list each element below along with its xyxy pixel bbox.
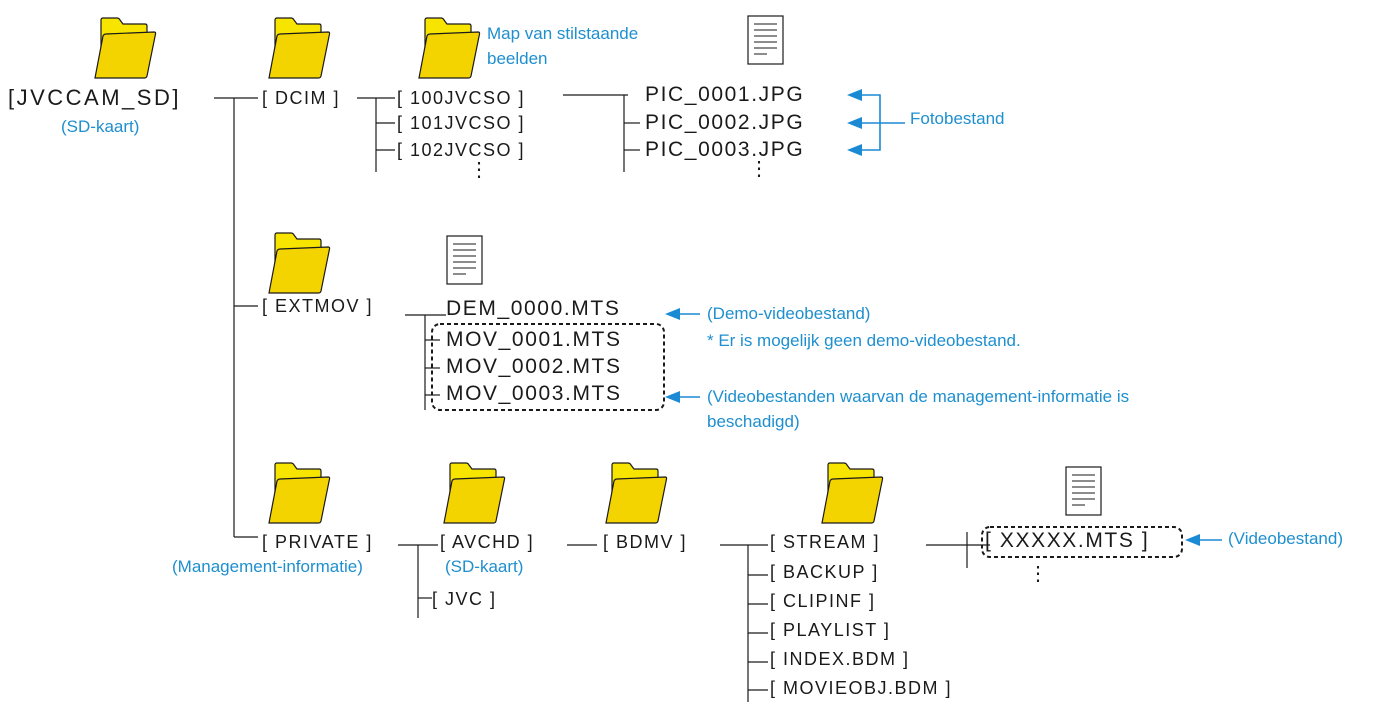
private-folder-icon	[268, 462, 331, 524]
photo-file-label: PIC_0002.JPG	[645, 111, 805, 134]
extmov-folder-icon	[268, 232, 331, 294]
damaged-video-note: beschadigd)	[707, 412, 800, 431]
bdmv-subitem-label: [ INDEX.BDM ]	[770, 649, 910, 669]
photo-file-note: Fotobestand	[910, 109, 1005, 128]
demo-video-note: (Demo-videobestand)	[707, 304, 871, 323]
mts-document-icon	[446, 235, 483, 285]
private-folder-label: [ PRIVATE ]	[262, 532, 373, 552]
stream-video-note: (Videobestand)	[1228, 529, 1343, 548]
root-folder-icon	[94, 17, 157, 79]
stream-video-file-label: [ XXXXX.MTS ]	[985, 529, 1150, 552]
video-file-label: MOV_0003.MTS	[446, 382, 622, 405]
avchd-folder-label: [ AVCHD ]	[440, 532, 535, 552]
bdmv-folder-icon	[605, 462, 668, 524]
more-stream-files-indicator: ⋮	[1028, 563, 1048, 585]
still-image-folder-note: beelden	[487, 49, 548, 68]
bdmv-subitem-label: [ BACKUP ]	[770, 562, 879, 582]
bdmv-subitem-label: [ CLIPINF ]	[770, 591, 876, 611]
extmov-folder-label: [ EXTMOV ]	[262, 296, 374, 316]
jvc-folder-label: [ JVC ]	[432, 589, 497, 609]
bdmv-folder-label: [ BDMV ]	[603, 532, 688, 552]
photo-file-label: PIC_0001.JPG	[645, 83, 805, 106]
dcim-subfolder-label: [ 101JVCSO ]	[397, 113, 526, 133]
dcim-folder-label: [ DCIM ]	[262, 88, 340, 108]
dcim-folder-icon	[268, 17, 331, 79]
root-folder-label: [JVCCAM_SD]	[8, 85, 181, 110]
dcim-subfolder-label: [ 100JVCSO ]	[397, 88, 526, 108]
private-folder-note: (Management-informatie)	[172, 557, 363, 576]
demo-video-file-label: DEM_0000.MTS	[446, 297, 621, 320]
bdmv-subitem-label: [ STREAM ]	[770, 532, 881, 552]
more-files-indicator: ⋮	[749, 158, 769, 180]
video-file-label: MOV_0001.MTS	[446, 328, 622, 351]
stream-document-icon	[1065, 466, 1102, 516]
bdmv-subitem-label: [ PLAYLIST ]	[770, 620, 891, 640]
dcim-subfolder-label: [ 102JVCSO ]	[397, 140, 526, 160]
jpg-document-icon	[747, 15, 784, 65]
jvcso-folder-icon	[418, 17, 481, 79]
damaged-video-note: (Videobestanden waarvan de management-in…	[707, 387, 1130, 406]
root-folder-note: (SD-kaart)	[61, 117, 140, 136]
still-image-folder-note: Map van stilstaande	[487, 24, 639, 43]
photo-file-label: PIC_0003.JPG	[645, 138, 805, 161]
bdmv-subitem-label: [ MOVIEOBJ.BDM ]	[770, 678, 953, 698]
more-folders-indicator: ⋮	[469, 159, 489, 181]
stream-folder-icon	[821, 462, 884, 524]
video-file-label: MOV_0002.MTS	[446, 355, 622, 378]
avchd-folder-icon	[443, 462, 506, 524]
avchd-folder-note: (SD-kaart)	[445, 557, 524, 576]
demo-video-footnote: * Er is mogelijk geen demo-videobestand.	[707, 331, 1021, 350]
